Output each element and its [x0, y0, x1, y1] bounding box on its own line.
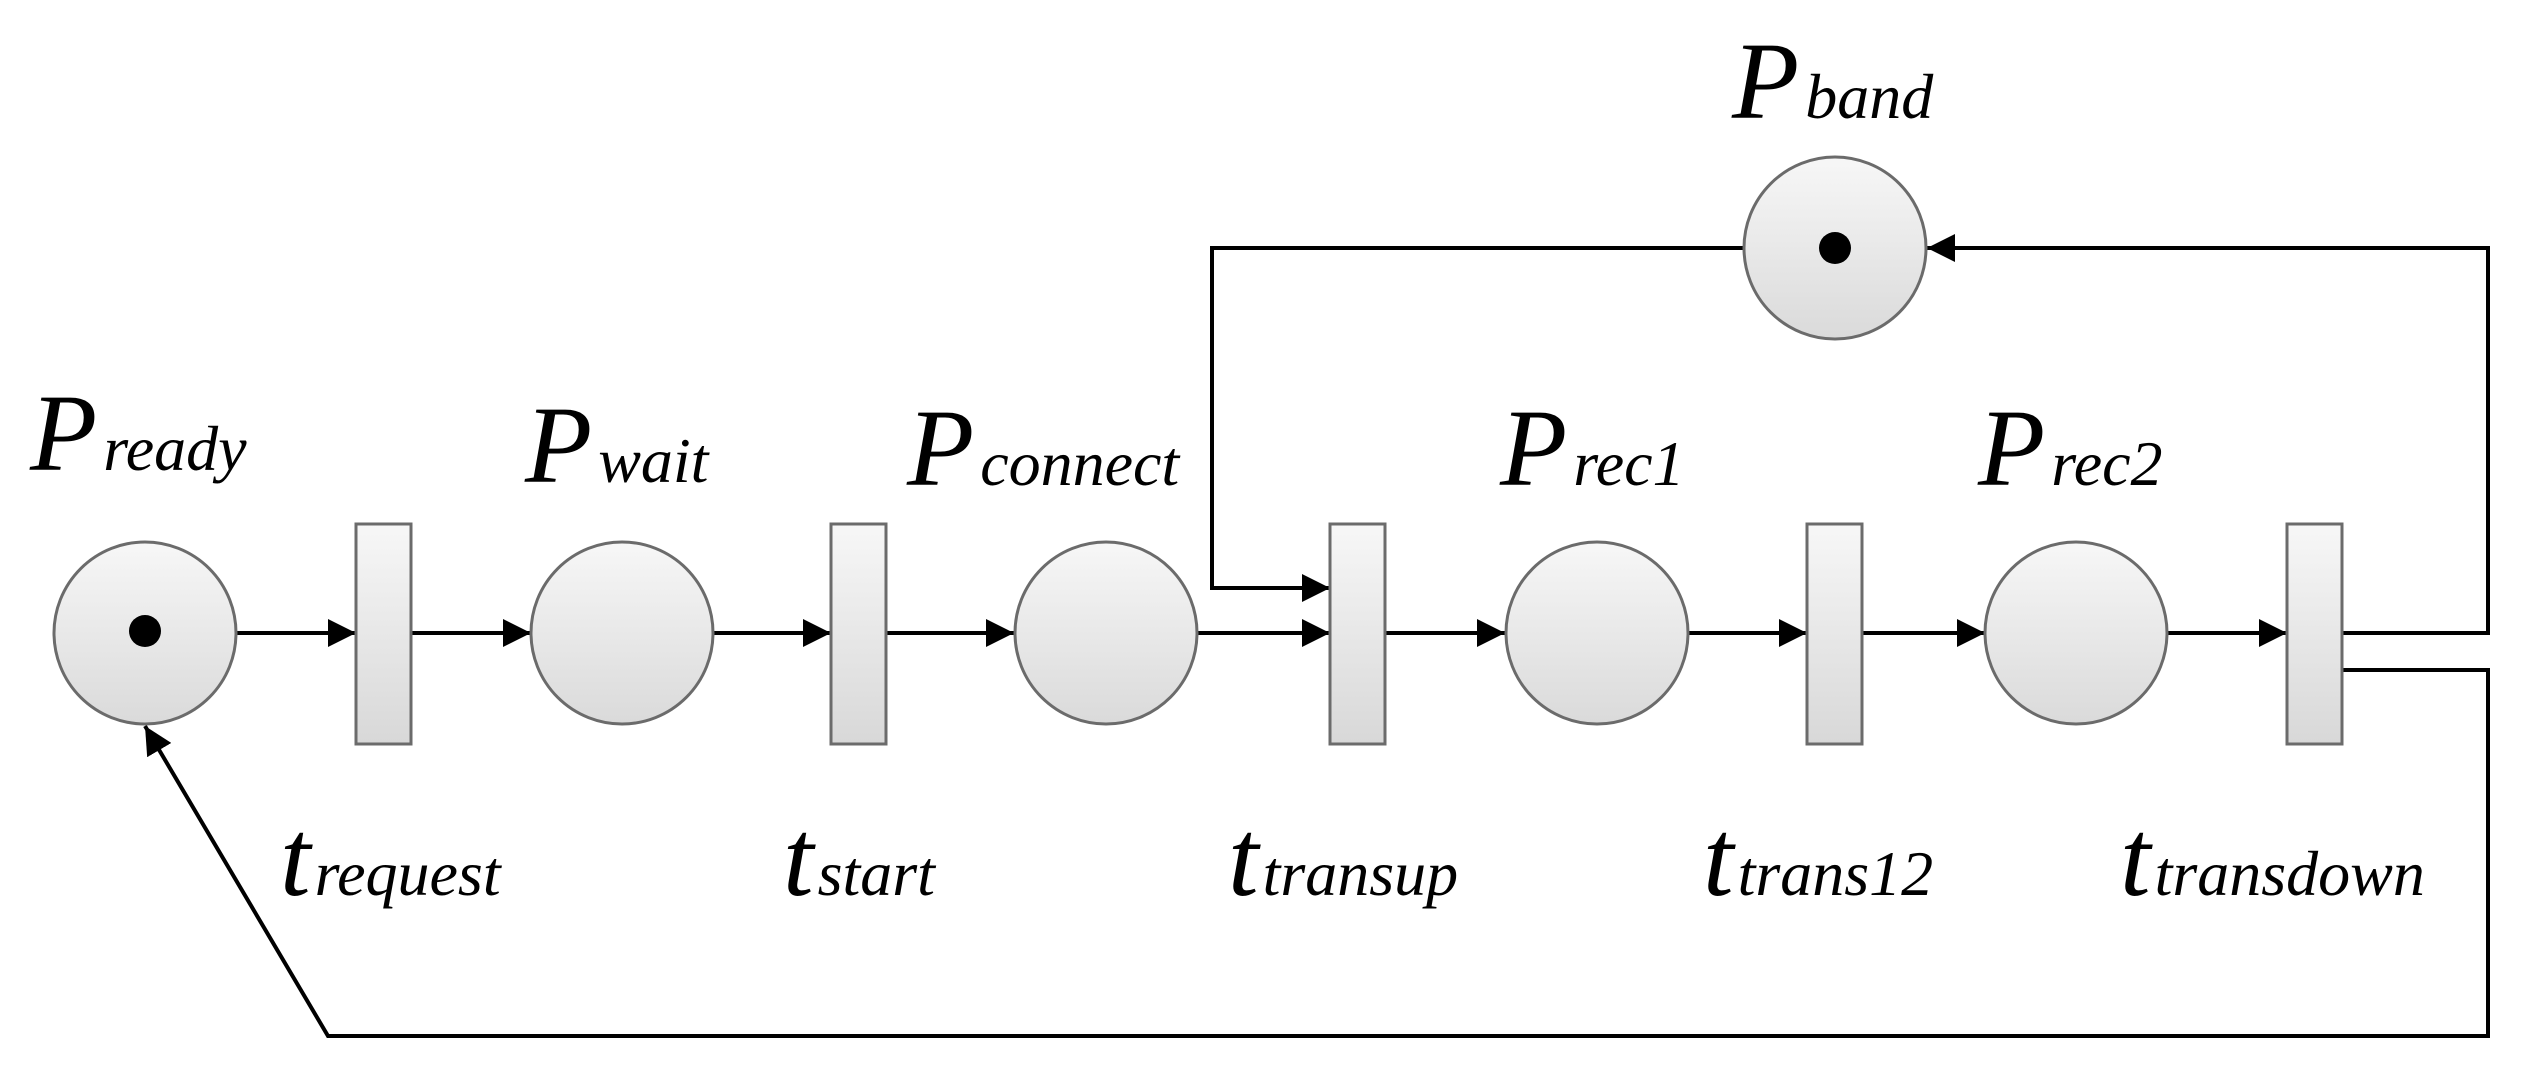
arc-transdown-to-band: [1927, 234, 2490, 635]
transition-start: [829, 522, 888, 746]
label-place-rec2: Prec2: [1977, 387, 2163, 509]
token: [129, 615, 161, 647]
place-connect: [1013, 540, 1199, 726]
place-band: [1742, 155, 1928, 341]
transition-transup: [1328, 522, 1387, 746]
label-place-ready: Pready: [29, 372, 247, 494]
label-place-rec1: Prec1: [1499, 387, 1685, 509]
transition-request: [354, 522, 413, 746]
label-transition-trans12: ttrans12: [1703, 797, 1933, 919]
arc-transdown-to-ready: [143, 668, 2490, 1038]
transition-trans12: [1805, 522, 1864, 746]
arcs: [143, 234, 2490, 1038]
transition-transdown: [2285, 522, 2344, 746]
place-rec2: [1983, 540, 2169, 726]
label-transition-start: tstart: [783, 797, 937, 919]
label-place-band: Pband: [1731, 20, 1934, 142]
label-place-connect: Pconnect: [906, 387, 1181, 509]
label-transition-transdown: ttransdown: [2120, 797, 2425, 919]
place-rec1: [1504, 540, 1690, 726]
arc-band-to-transup: [1210, 246, 1743, 602]
token: [1819, 232, 1851, 264]
place-ready: [52, 540, 238, 726]
label-place-wait: Pwait: [524, 384, 711, 506]
place-wait: [529, 540, 715, 726]
label-transition-request: trequest: [280, 797, 503, 919]
label-transition-transup: ttransup: [1228, 797, 1458, 919]
